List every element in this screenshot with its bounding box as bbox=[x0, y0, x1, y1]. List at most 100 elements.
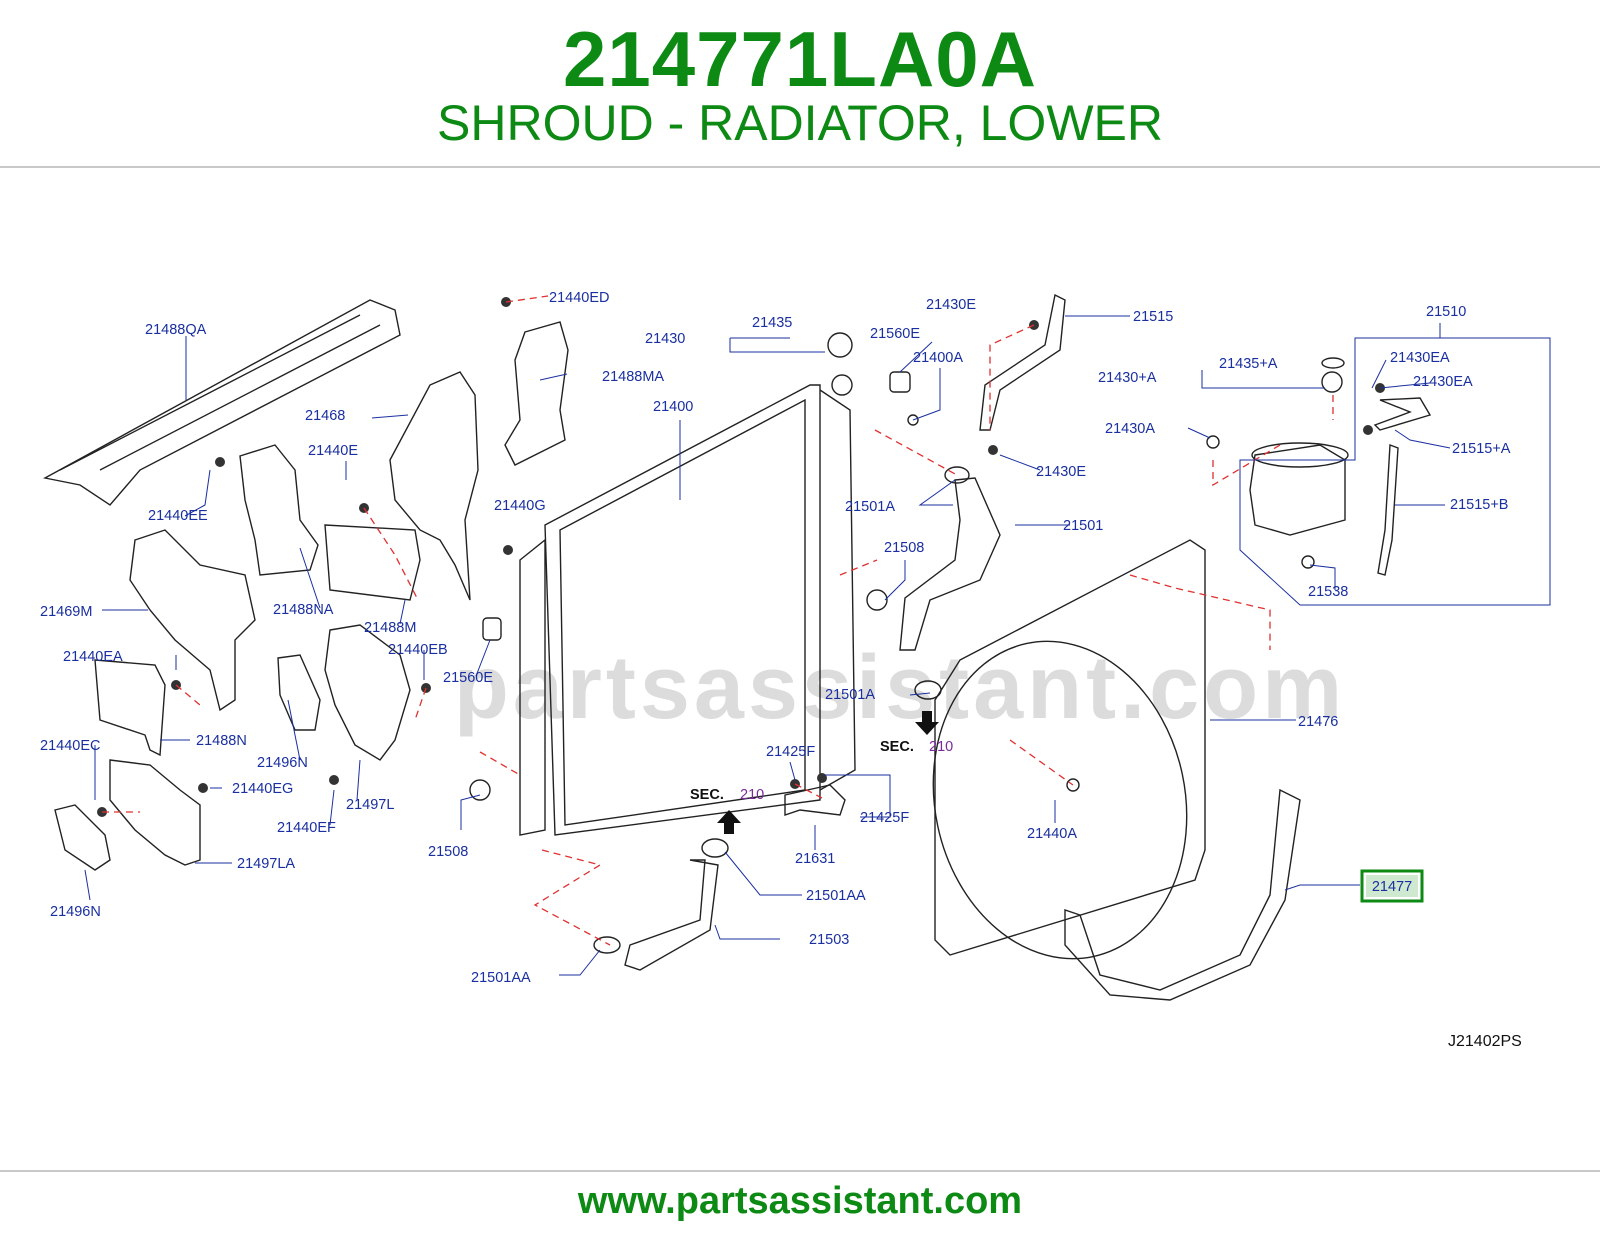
drawing-code: J21402PS bbox=[1448, 1033, 1522, 1050]
label-21631[interactable]: 21631 bbox=[795, 851, 835, 867]
footer-website-link[interactable]: www.partsassistant.com bbox=[577, 1180, 1023, 1222]
label-21508-left[interactable]: 21508 bbox=[428, 844, 468, 860]
plate-21488n bbox=[94, 659, 166, 757]
part-name-subtitle: SHROUD - RADIATOR, LOWER bbox=[437, 95, 1163, 151]
label-21488n[interactable]: 21488N bbox=[196, 733, 247, 749]
bracket-21488ma bbox=[504, 321, 569, 466]
label-21496n-lower[interactable]: 21496N bbox=[50, 904, 101, 920]
label-21425f-top[interactable]: 21425F bbox=[766, 744, 815, 760]
label-21515a[interactable]: 21515+A bbox=[1452, 441, 1511, 457]
bolts bbox=[97, 297, 1385, 817]
leader-lines bbox=[84, 315, 1551, 976]
part-number-title: 214771LA0A bbox=[563, 15, 1037, 103]
bolt-21440a bbox=[1066, 778, 1080, 792]
label-21469m[interactable]: 21469M bbox=[40, 604, 92, 620]
sec-arrow-down bbox=[915, 711, 939, 735]
label-21440g[interactable]: 21440G bbox=[494, 498, 546, 514]
shroud-21476 bbox=[934, 539, 1206, 956]
cap-21435 bbox=[827, 332, 853, 358]
label-21400a[interactable]: 21400A bbox=[913, 350, 963, 366]
hose-21503 bbox=[624, 859, 719, 971]
radiator-21400 bbox=[544, 384, 821, 836]
clamp-21501a-lower bbox=[914, 680, 942, 700]
label-21430a-plus[interactable]: 21430+A bbox=[1098, 370, 1157, 386]
label-21440ef[interactable]: 21440EF bbox=[277, 820, 336, 836]
label-21508-right[interactable]: 21508 bbox=[884, 540, 924, 556]
label-21435[interactable]: 21435 bbox=[752, 315, 792, 331]
label-21440a[interactable]: 21440A bbox=[1027, 826, 1077, 842]
label-21488m[interactable]: 21488M bbox=[364, 620, 416, 636]
sec-references: SEC. 210 SEC. 210 bbox=[690, 739, 953, 803]
label-21497la[interactable]: 21497LA bbox=[237, 856, 295, 872]
dashed-alignment-lines bbox=[102, 295, 1334, 946]
sec-number-left[interactable]: 210 bbox=[740, 787, 764, 803]
label-21496n-upper[interactable]: 21496N bbox=[257, 755, 308, 771]
cap-21430 bbox=[831, 374, 853, 396]
baffle-21468 bbox=[389, 371, 479, 601]
label-21440ee[interactable]: 21440EE bbox=[148, 508, 208, 524]
label-21503[interactable]: 21503 bbox=[809, 932, 849, 948]
sec-number-right[interactable]: 210 bbox=[929, 739, 953, 755]
label-21400[interactable]: 21400 bbox=[653, 399, 693, 415]
label-21515b[interactable]: 21515+B bbox=[1450, 497, 1508, 513]
page-header: 214771LA0A SHROUD - RADIATOR, LOWER bbox=[0, 0, 1600, 168]
label-21440ed[interactable]: 21440ED bbox=[549, 290, 609, 306]
label-21430a[interactable]: 21430A bbox=[1105, 421, 1155, 437]
watermark-text: partsassistant.com bbox=[454, 638, 1346, 738]
label-21425f-right[interactable]: 21425F bbox=[860, 810, 909, 826]
sec-arrow-up bbox=[717, 810, 741, 834]
plate-21497la bbox=[109, 759, 201, 866]
sec-label-left: SEC. bbox=[690, 787, 724, 803]
label-21440eg[interactable]: 21440EG bbox=[232, 781, 293, 797]
cap-21435a bbox=[1321, 357, 1345, 369]
mount-21508-left bbox=[469, 779, 491, 801]
label-21501[interactable]: 21501 bbox=[1063, 518, 1103, 534]
clip-21425f-right bbox=[817, 773, 827, 783]
label-21510[interactable]: 21510 bbox=[1426, 304, 1466, 320]
guide-21497l bbox=[324, 624, 411, 761]
label-21430ea-1[interactable]: 21430EA bbox=[1390, 350, 1450, 366]
label-21435a[interactable]: 21435+A bbox=[1219, 356, 1278, 372]
label-21501a-lower[interactable]: 21501A bbox=[825, 687, 875, 703]
label-21476[interactable]: 21476 bbox=[1298, 714, 1338, 730]
pad-21496n-upper bbox=[277, 654, 321, 731]
label-21440ea[interactable]: 21440EA bbox=[63, 649, 123, 665]
label-21501a-upper[interactable]: 21501A bbox=[845, 499, 895, 515]
bolt-21440eg bbox=[198, 783, 208, 793]
label-21501aa-upper[interactable]: 21501AA bbox=[806, 888, 866, 904]
guide-21469m bbox=[129, 529, 256, 712]
sec-label-right: SEC. bbox=[880, 739, 914, 755]
hose-21515a bbox=[1373, 397, 1432, 431]
highlighted-part-callout[interactable]: 21477 bbox=[1360, 869, 1424, 903]
plate-21488m bbox=[324, 524, 421, 601]
label-21515[interactable]: 21515 bbox=[1133, 309, 1173, 325]
mount-21560e-upper bbox=[889, 371, 911, 393]
label-21430[interactable]: 21430 bbox=[645, 331, 685, 347]
clamp-21501a-upper bbox=[944, 466, 970, 484]
label-21560e-lower[interactable]: 21560E bbox=[443, 670, 493, 686]
label-21468[interactable]: 21468 bbox=[305, 408, 345, 424]
part-labels: 21488QA 21440ED 21488MA 21468 21440E 214… bbox=[40, 290, 1511, 986]
mount-21560e-lower bbox=[482, 617, 502, 641]
label-21501aa-lower[interactable]: 21501AA bbox=[471, 970, 531, 986]
label-21430ea-2[interactable]: 21430EA bbox=[1413, 374, 1473, 390]
cap-21538 bbox=[1301, 555, 1315, 569]
label-21477[interactable]: 21477 bbox=[1372, 879, 1412, 895]
bolt-21440ef bbox=[329, 775, 339, 785]
label-21488qa[interactable]: 21488QA bbox=[145, 322, 207, 338]
clamp-21501aa-upper bbox=[701, 838, 729, 858]
label-21430e-upper[interactable]: 21430E bbox=[926, 297, 976, 313]
label-21488ma[interactable]: 21488MA bbox=[602, 369, 664, 385]
label-21440eb[interactable]: 21440EB bbox=[388, 642, 448, 658]
label-21497l[interactable]: 21497L bbox=[346, 797, 394, 813]
label-21538[interactable]: 21538 bbox=[1308, 584, 1348, 600]
clamp-21501aa-lower bbox=[593, 936, 621, 954]
part-drawings bbox=[42, 293, 1432, 1001]
label-21488na[interactable]: 21488NA bbox=[273, 602, 334, 618]
label-21440ec[interactable]: 21440EC bbox=[40, 738, 100, 754]
label-21430e-lower[interactable]: 21430E bbox=[1036, 464, 1086, 480]
label-21560e-upper[interactable]: 21560E bbox=[870, 326, 920, 342]
panel-21488qa bbox=[42, 299, 401, 506]
label-21440e[interactable]: 21440E bbox=[308, 443, 358, 459]
